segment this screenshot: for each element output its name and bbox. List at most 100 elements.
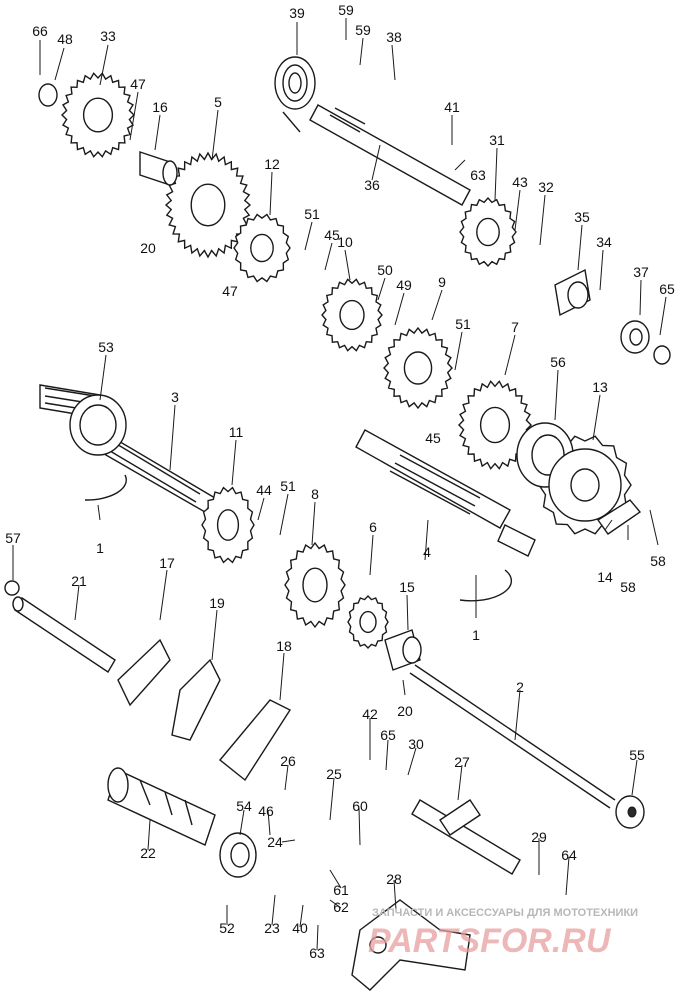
callout-38: 38	[386, 29, 402, 45]
callout-6: 6	[369, 519, 377, 535]
callout-26: 26	[280, 753, 296, 769]
callout-1b: 1	[472, 627, 480, 643]
gear-6	[347, 594, 389, 650]
callout-32: 32	[538, 179, 554, 195]
callout-16: 16	[152, 99, 168, 115]
callout-65a: 65	[659, 281, 675, 297]
callout-4: 4	[423, 544, 431, 560]
callout-51a: 51	[304, 206, 320, 222]
shift-fork-shaft-2	[409, 664, 616, 809]
sprocket-13	[548, 448, 622, 522]
callout-45b: 45	[425, 430, 441, 446]
callout-19: 19	[209, 595, 225, 611]
callout-5: 5	[214, 94, 222, 110]
washer-37	[620, 320, 650, 354]
callout-37: 37	[633, 264, 649, 280]
callout-39: 39	[289, 5, 305, 21]
watermark-caption: ЗАПЧАСТИ И АКСЕССУАРЫ ДЛЯ МОТОТЕХНИКИ	[372, 907, 638, 919]
callout-10: 10	[337, 234, 353, 250]
gear-8	[284, 541, 346, 629]
callout-41: 41	[444, 99, 460, 115]
callout-40: 40	[292, 920, 308, 936]
spindle-27	[411, 799, 521, 875]
callout-61: 61	[333, 882, 349, 898]
callout-58a: 58	[620, 579, 636, 595]
callout-54: 54	[236, 798, 252, 814]
callout-52: 52	[219, 920, 235, 936]
kick-spring-39	[274, 56, 316, 133]
callout-60: 60	[352, 798, 368, 814]
bearing-53	[69, 394, 127, 456]
callout-28: 28	[386, 871, 402, 887]
callout-22: 22	[140, 845, 156, 861]
bushing-15	[384, 629, 422, 671]
callout-56: 56	[550, 354, 566, 370]
callout-23: 23	[264, 920, 280, 936]
callout-50: 50	[377, 262, 393, 278]
callout-63b: 63	[309, 945, 325, 961]
callout-31: 31	[489, 132, 505, 148]
callout-51c: 51	[280, 478, 296, 494]
callout-34: 34	[596, 234, 612, 250]
shift-drum-22	[107, 767, 216, 846]
callout-47a: 47	[130, 76, 146, 92]
callout-21: 21	[71, 573, 87, 589]
callout-24: 24	[267, 834, 283, 850]
gear-33	[60, 72, 136, 158]
callout-44: 44	[256, 482, 272, 498]
watermark-brand: PARTSFOR.RU	[368, 922, 612, 960]
callout-7: 7	[511, 319, 519, 335]
kickstarter-spindle-36	[309, 104, 471, 206]
callout-15: 15	[399, 579, 415, 595]
callout-17: 17	[159, 555, 175, 571]
callout-49: 49	[396, 277, 412, 293]
callout-47b: 47	[222, 283, 238, 299]
callout-57: 57	[5, 530, 21, 546]
countershaft-4	[355, 429, 536, 557]
shift-forks	[117, 638, 292, 782]
bearing-54	[219, 832, 257, 878]
callout-27: 27	[454, 754, 470, 770]
gear-31	[459, 196, 517, 268]
callout-59b: 59	[355, 22, 371, 38]
collar-35	[554, 268, 591, 317]
callout-55: 55	[629, 747, 645, 763]
callout-35: 35	[574, 209, 590, 225]
callout-2: 2	[516, 679, 524, 695]
fork-shaft-21	[12, 596, 116, 673]
callout-64: 64	[561, 847, 577, 863]
callout-25: 25	[326, 766, 342, 782]
callout-66: 66	[32, 23, 48, 39]
callout-53: 53	[98, 339, 114, 355]
callout-11: 11	[229, 424, 244, 440]
callout-14: 14	[597, 569, 613, 585]
callout-36: 36	[364, 177, 380, 193]
callout-42: 42	[362, 706, 378, 722]
callout-48: 48	[57, 31, 73, 47]
gear-7	[458, 380, 532, 470]
callout-45a: 45	[324, 227, 340, 243]
callout-58b: 58	[650, 553, 666, 569]
callout-33: 33	[100, 28, 116, 44]
callout-63a: 63	[470, 167, 486, 183]
gear-5	[164, 151, 252, 259]
circlips	[4, 83, 671, 602]
callout-62: 62	[333, 899, 349, 915]
callout-12: 12	[264, 156, 280, 172]
guide-plate-28	[351, 899, 471, 991]
gear-11	[201, 486, 255, 564]
callout-59a: 59	[338, 2, 354, 18]
callout-51b: 51	[455, 316, 471, 332]
callout-13: 13	[592, 379, 608, 395]
bushing-16	[139, 151, 178, 186]
callout-3: 3	[171, 389, 179, 405]
callout-65b: 65	[380, 727, 396, 743]
callout-29: 29	[531, 829, 547, 845]
callout-30: 30	[408, 736, 424, 752]
callout-20a: 20	[140, 240, 156, 256]
gear-9	[383, 326, 453, 410]
callout-43: 43	[512, 174, 528, 190]
gear-12	[233, 213, 291, 283]
